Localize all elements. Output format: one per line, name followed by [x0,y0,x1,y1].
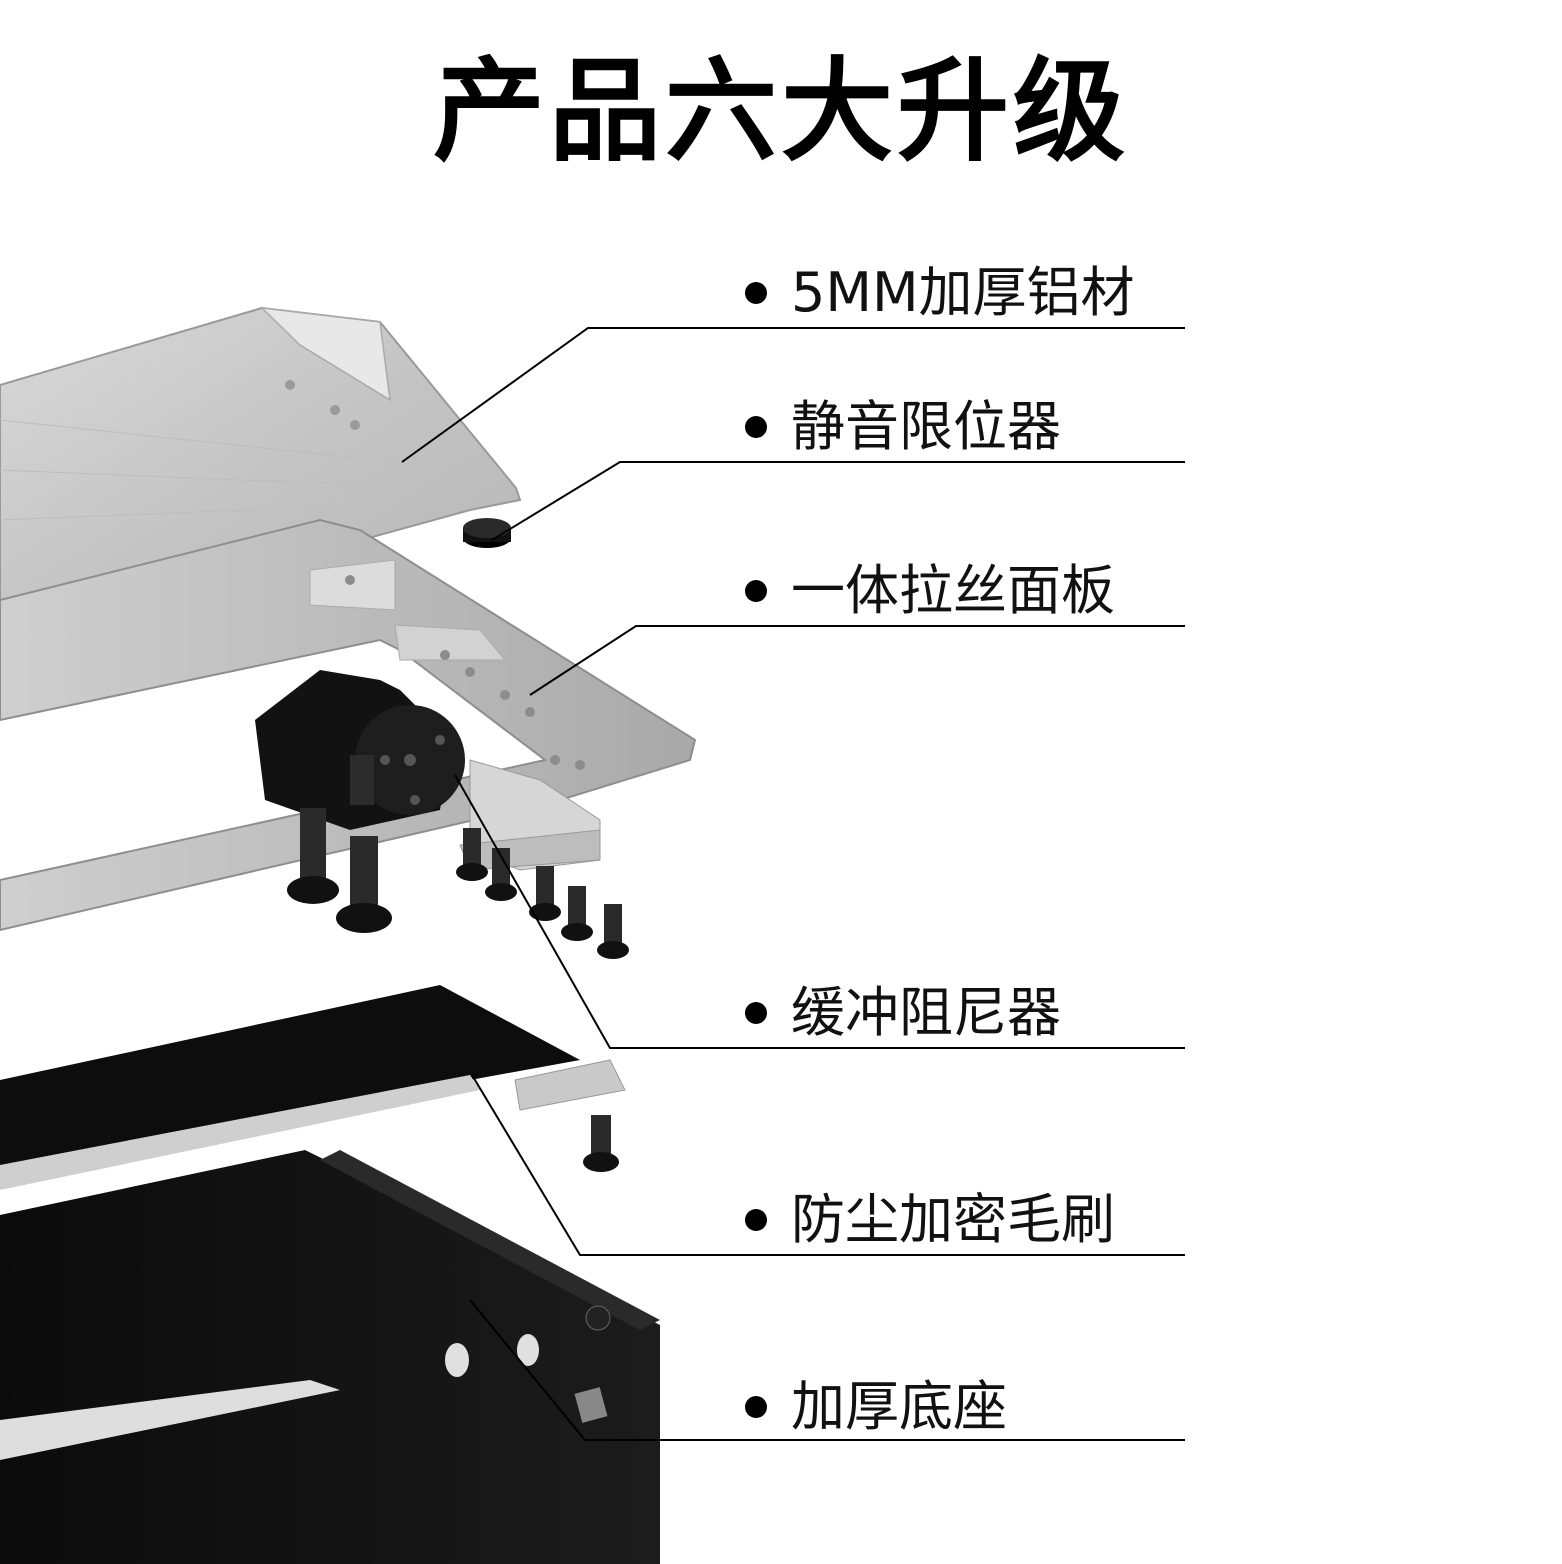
aluminum-top-plate [0,306,522,642]
thick-base-box [0,1150,660,1564]
feature-label: 加厚底座 [791,1375,1007,1438]
silent-stopper [463,518,511,548]
brushed-panel-frame [0,518,697,932]
feature-item-damper: 缓冲阻尼器 [745,978,1061,1048]
feature-label: 5MM加厚铝材 [791,261,1135,324]
page-title: 产品六大升级 [433,47,1129,177]
bullet-icon [745,1002,767,1024]
leader-lines [401,327,1185,1441]
bullet-icon [745,580,767,602]
feature-label: 缓冲阻尼器 [791,981,1061,1044]
feature-label: 静音限位器 [791,395,1061,458]
feature-label: 一体拉丝面板 [791,559,1115,622]
dust-brush-strip [0,985,626,1190]
feature-item-aluminum: 5MM加厚铝材 [745,258,1135,328]
bullet-icon [745,1209,767,1231]
feature-label: 防尘加密毛刷 [791,1188,1115,1251]
screws-upper [287,808,629,959]
feature-item-thick-base: 加厚底座 [745,1372,1007,1442]
bullet-icon [745,282,767,304]
feature-item-dust-brush: 防尘加密毛刷 [745,1185,1115,1255]
bullet-icon [745,416,767,438]
bullet-icon [745,1396,767,1418]
buffer-damper [255,670,465,830]
feature-item-silent-stopper: 静音限位器 [745,392,1061,462]
feature-item-brushed-panel: 一体拉丝面板 [745,556,1115,626]
